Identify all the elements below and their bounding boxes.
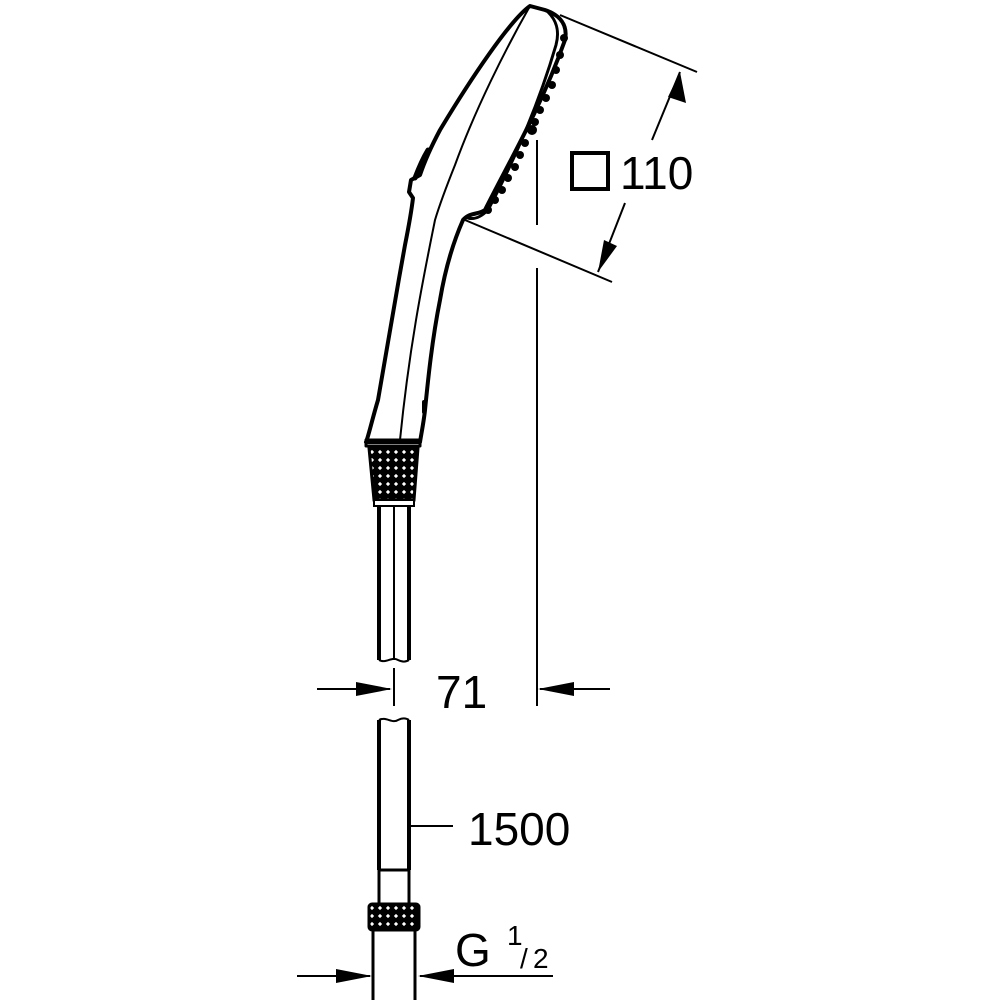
reference-line: [393, 140, 538, 706]
dimension-connection: [297, 969, 553, 983]
dimension-projection: [317, 682, 610, 696]
hose-lower: [377, 717, 411, 906]
dimension-head-size: [464, 14, 698, 283]
connection-slash: /: [520, 943, 528, 974]
hand-shower: [364, 4, 568, 448]
square-icon: [570, 151, 610, 191]
hose-upper: [377, 506, 411, 663]
connection-numerator: 1: [507, 920, 523, 951]
nozzle-dots: [484, 34, 568, 214]
hose-length-value: 1500: [468, 803, 570, 855]
projection-value: 71: [436, 666, 487, 718]
head-size-value: 110: [620, 147, 693, 199]
connection-letter: G: [455, 924, 491, 976]
connection-knurled-nut: [367, 902, 421, 1000]
connection-denominator: 2: [533, 943, 549, 974]
handle-knurled-nut: [367, 446, 420, 507]
